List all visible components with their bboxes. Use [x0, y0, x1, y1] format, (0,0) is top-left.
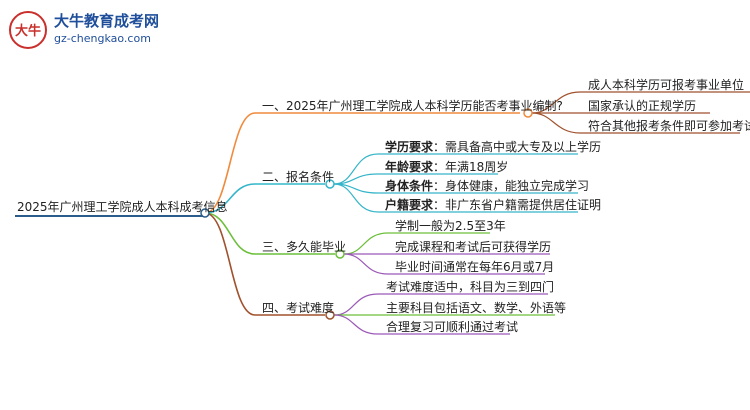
- branch-4-node[interactable]: [325, 310, 335, 320]
- branch-4-curve: [204, 212, 256, 316]
- branch-3-title[interactable]: 三、多久能毕业: [262, 240, 347, 254]
- branch-3-node[interactable]: [335, 249, 345, 259]
- branch-1-item-3-connector: [531, 112, 740, 134]
- branch-3-curve: [204, 212, 256, 255]
- root-node[interactable]: 2025年广州理工学院成人本科成考信息: [17, 200, 228, 214]
- branch-2-item-3-label: 身体条件: [385, 179, 434, 193]
- branch-2-item-4: 户籍要求：非广东省户籍需提供居住证明: [385, 198, 602, 212]
- branch-3-item-3: 毕业时间通常在每年6月或7月: [395, 260, 555, 274]
- branch-3-item-1-connector: [343, 232, 490, 255]
- branch-4-item-3-connector: [333, 314, 510, 335]
- branch-1-curve: [204, 112, 256, 214]
- logo-emblem-text: 大牛: [15, 23, 41, 39]
- branch-3-item-3-connector: [343, 253, 545, 275]
- branch-2-item-2-label: 年龄要求: [385, 160, 434, 174]
- branch-1-title[interactable]: 一、2025年广州理工学院成人本科学历能否考事业编制?: [262, 99, 563, 113]
- site-logo[interactable]: 大牛 大牛教育成考网 gz-chengkao.com: [8, 8, 178, 54]
- branch-3-item-1: 学制一般为2.5至3年: [395, 219, 506, 233]
- branch-2-curve: [204, 183, 256, 214]
- branch-2-item-3: 身体条件：身体健康，能独立完成学习: [385, 179, 590, 193]
- branch-2-item-1-text: 需具备高中或大专及以上学历: [445, 140, 602, 154]
- root-node-dot[interactable]: [200, 208, 210, 218]
- branch-2-item-2-connector: [333, 173, 498, 185]
- branch-2-item-4-text: 非广东省户籍需提供居住证明: [445, 198, 602, 212]
- branch-2-item-3-text: 身体健康，能独立完成学习: [445, 179, 590, 193]
- branch-2-item-2-text: 年满18周岁: [445, 160, 509, 174]
- branch-4-item-2: 主要科目包括语文、数学、外语等: [386, 301, 567, 315]
- branch-2-item-1: 学历要求：需具备高中或大专及以上学历: [385, 140, 602, 154]
- branch-2-item-1-label: 学历要求: [385, 140, 434, 154]
- branch-1-item-1-connector: [531, 91, 750, 114]
- branch-1-node[interactable]: [523, 108, 533, 118]
- branch-4-item-1: 考试难度适中，科目为三到四门: [386, 280, 555, 294]
- branch-4-item-3: 合理复习可顺利通过考试: [386, 320, 519, 334]
- branch-4-item-1-connector: [333, 293, 548, 316]
- branch-1-item-2: 国家承认的正规学历: [588, 99, 697, 113]
- branch-1-item-1: 成人本科学历可报考事业单位: [588, 78, 745, 92]
- branch-2-item-4-label: 户籍要求: [385, 198, 434, 212]
- branch-4-title[interactable]: 四、考试难度: [262, 301, 335, 315]
- branch-2-item-4-connector: [333, 183, 578, 213]
- branch-2-item-2: 年龄要求：年满18周岁: [385, 160, 509, 174]
- branch-2-node[interactable]: [325, 179, 335, 189]
- bull-logo-icon: 大牛: [9, 11, 47, 49]
- branch-3-item-2: 完成课程和考试后可获得学历: [395, 240, 552, 254]
- logo-title: 大牛教育成考网: [54, 12, 160, 30]
- branch-1-item-3: 符合其他报考条件即可参加考试: [588, 119, 750, 133]
- logo-url: gz-chengkao.com: [54, 32, 151, 45]
- branch-2-title[interactable]: 二、报名条件: [262, 170, 335, 184]
